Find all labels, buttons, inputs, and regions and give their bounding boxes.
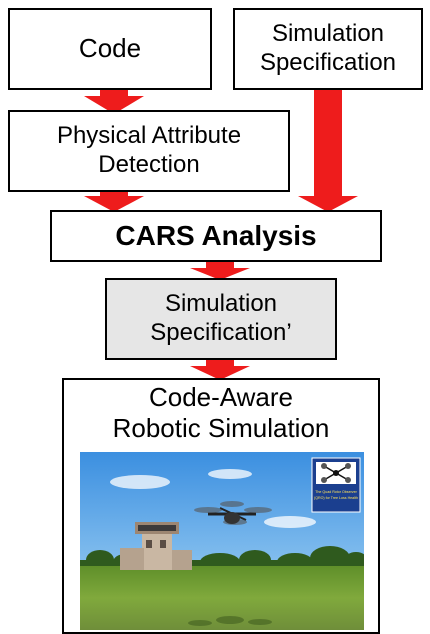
sim-spec-prime-line1: Simulation [164, 290, 278, 318]
sim-spec-prime-line2: Specification’ [150, 319, 292, 346]
arrow-physical-to-cars [84, 192, 144, 212]
arrow-simspec-to-cars [298, 90, 358, 212]
drone-shadow [188, 616, 272, 626]
arrow-cars-to-simspecprime [190, 262, 250, 280]
cars-analysis-box: CARS Analysis [50, 210, 382, 262]
simulation-screenshot: The Quad Rotor Observer (QRO) for Tree L… [80, 452, 364, 630]
inset-caption-line1: The Quad Rotor Observer [315, 490, 357, 494]
code-aware-line1: Code-Aware [148, 382, 294, 412]
clouds [110, 469, 316, 528]
inset-panel: The Quad Rotor Observer (QRO) for Tree L… [311, 457, 361, 513]
code-box: Code [8, 8, 212, 90]
cars-label: CARS Analysis [115, 220, 317, 252]
quadrotor-drone [194, 501, 272, 525]
physical-line2: Detection [98, 151, 200, 178]
inset-caption-line2: (QRO) for Tree Loss Health [314, 496, 358, 500]
simulation-specification-prime-box: Simulation Specification’ [105, 278, 337, 360]
code-aware-line2: Robotic Simulation [112, 413, 330, 444]
simulation-specification-box: Simulation Specification [233, 8, 423, 90]
physical-attribute-detection-box: Physical Attribute Detection [8, 110, 290, 192]
code-label: Code [78, 33, 142, 64]
sim-spec-line2: Specification [259, 49, 397, 76]
sim-spec-line1: Simulation [271, 20, 385, 48]
arrow-code-to-physical [84, 90, 144, 114]
arrow-simspecprime-to-codeaware [190, 360, 250, 380]
physical-line1: Physical Attribute [56, 122, 242, 150]
control-tower [120, 522, 192, 570]
